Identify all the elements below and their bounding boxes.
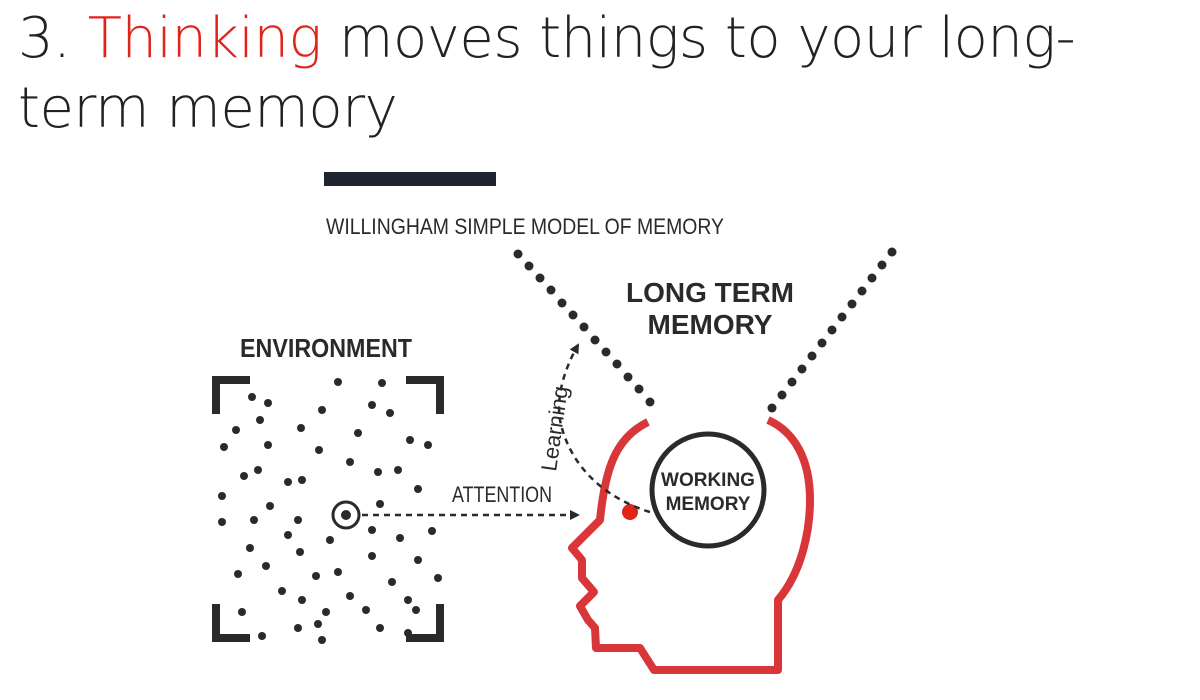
working-memory-label-line2: MEMORY xyxy=(666,494,751,515)
environment-label: ENVIRONMENT xyxy=(240,333,412,363)
learning-arrow xyxy=(557,343,651,514)
environment-stimuli-dots xyxy=(218,378,442,644)
environment-frame xyxy=(212,376,444,642)
working-memory-label-line1: WORKING xyxy=(661,470,755,491)
title-rest: moves things to your long-term memory xyxy=(18,6,1076,141)
long-term-memory-label-line2: MEMORY xyxy=(648,309,773,340)
slide-title: 3. Thinking moves things to your long-te… xyxy=(18,4,1188,144)
long-term-memory-cone xyxy=(513,247,897,413)
diagram-heading: WILLINGHAM SIMPLE MODEL OF MEMORY xyxy=(326,214,724,239)
title-highlight: Thinking xyxy=(87,6,322,71)
long-term-memory-label-line1: LONG TERM xyxy=(626,277,794,308)
working-memory-circle xyxy=(649,431,767,549)
learning-label: Learning xyxy=(536,384,573,472)
focus-point xyxy=(622,504,638,520)
attention-label: ATTENTION xyxy=(452,482,552,507)
head-outline xyxy=(568,416,814,674)
title-number: 3. xyxy=(18,6,71,71)
heading-divider xyxy=(324,172,496,186)
attended-stimulus-icon xyxy=(331,500,361,530)
